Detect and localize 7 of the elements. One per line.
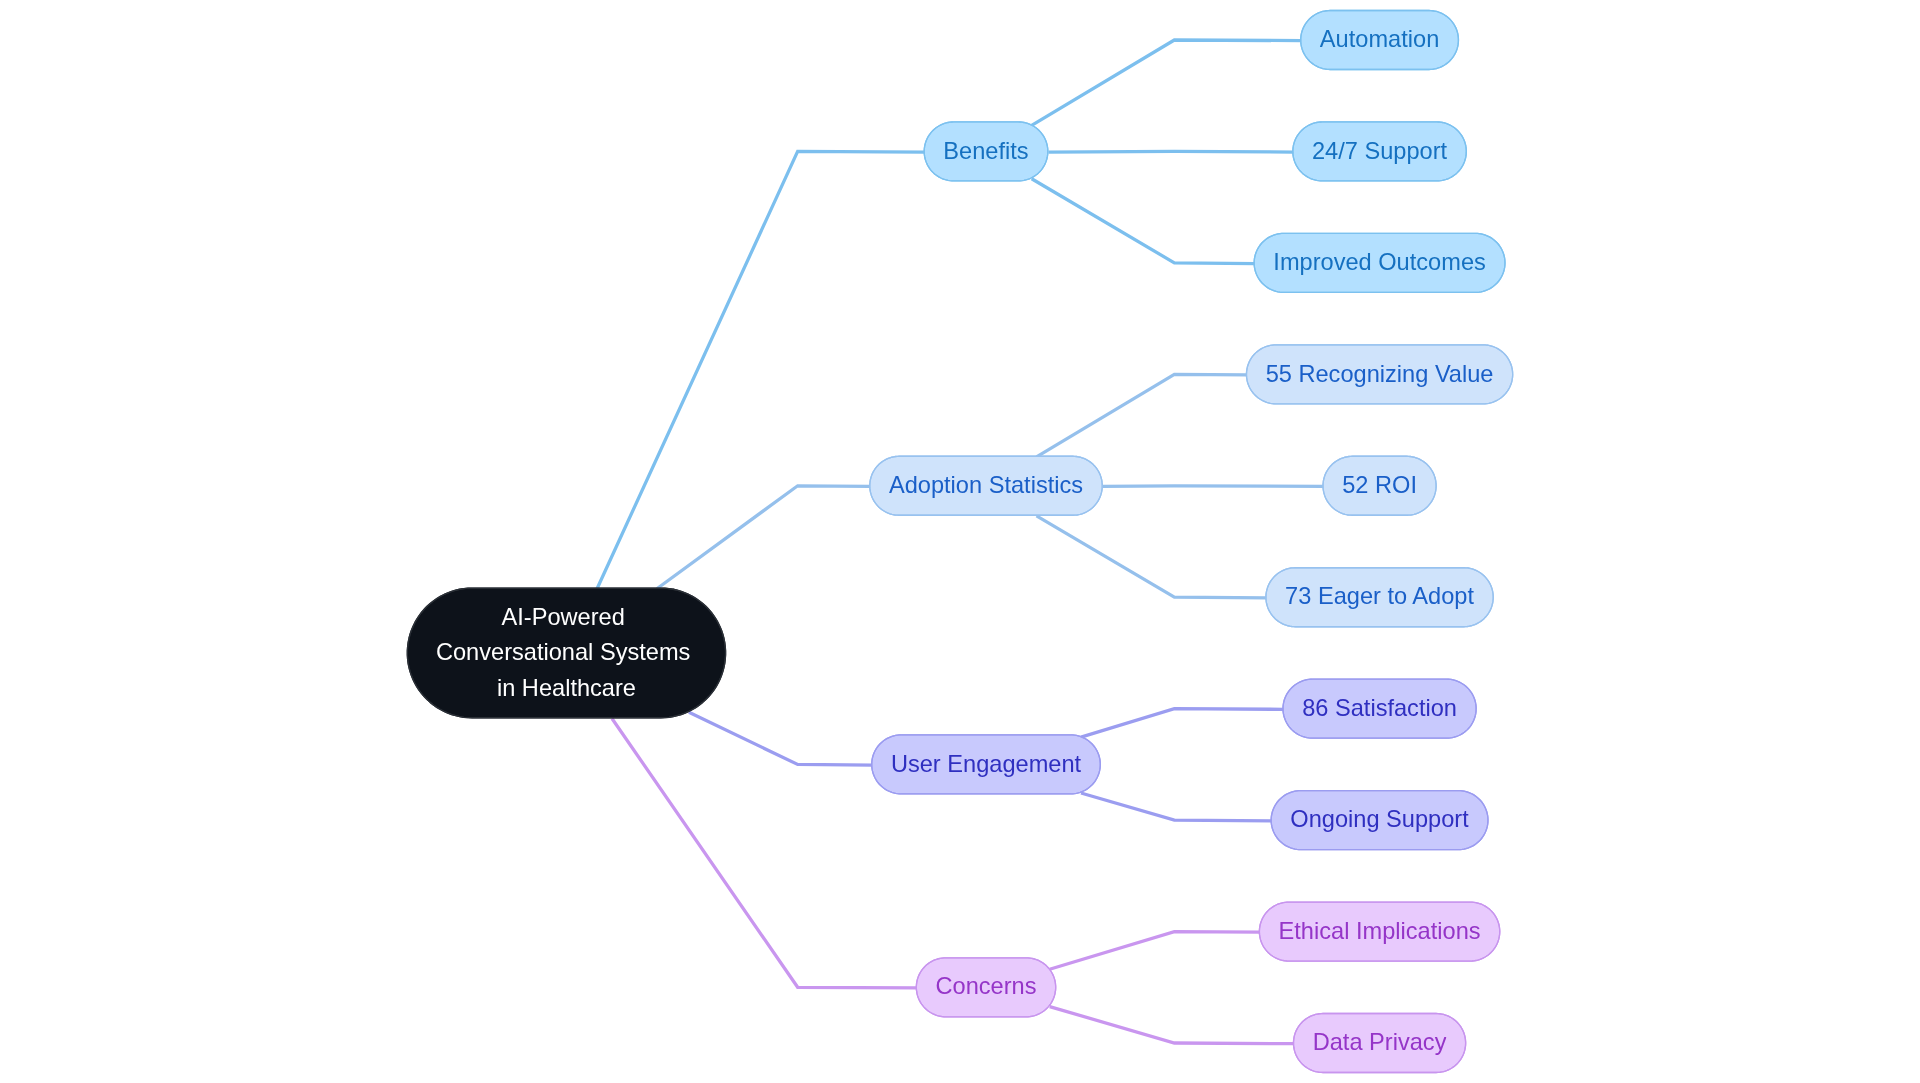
connector — [1080, 707, 1284, 739]
connector — [1080, 791, 1272, 823]
connector — [1030, 177, 1255, 266]
connector — [1035, 514, 1267, 600]
connector — [1102, 484, 1324, 489]
connector — [595, 149, 925, 590]
connector — [610, 717, 917, 990]
